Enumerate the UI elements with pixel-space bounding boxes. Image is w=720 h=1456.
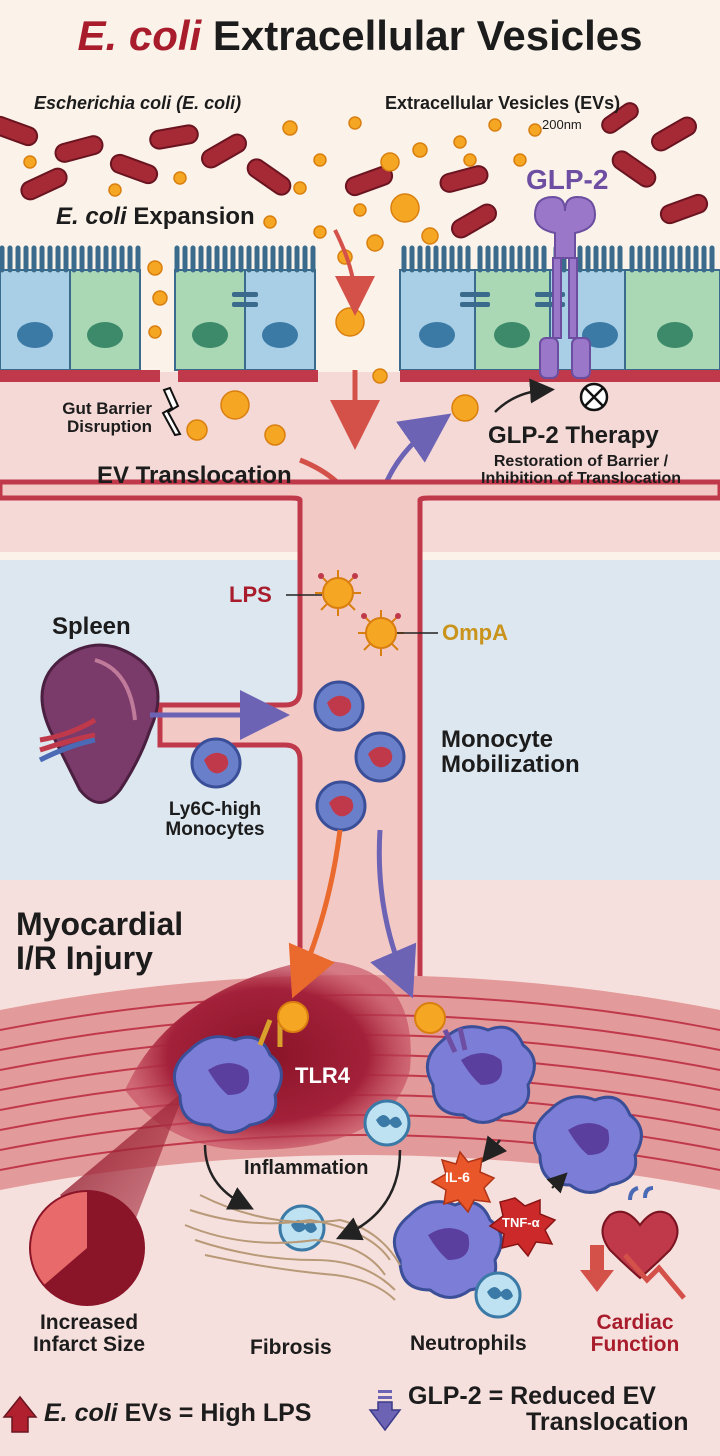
ecoli-species-label: Escherichia coli (E. coli) <box>34 93 242 113</box>
down-arrow-icon <box>580 1245 614 1292</box>
il6-label: IL-6 <box>445 1169 470 1185</box>
evs-label: Extracellular Vesicles (EVs) <box>385 93 621 113</box>
neutrophils-label: Neutrophils <box>410 1332 527 1355</box>
down-arrow-icon <box>368 1390 402 1432</box>
monocyte-icon <box>190 680 406 832</box>
ev-translocation-label: EV Translocation <box>97 462 292 489</box>
activated-monocyte-icon <box>172 1025 643 1299</box>
inflammation-label: Inflammation <box>244 1157 369 1179</box>
bacteria-icon <box>0 102 709 239</box>
size-label: 200nm <box>542 117 582 132</box>
lps-vesicle <box>286 570 438 656</box>
ompa-label: OmpA <box>442 620 508 645</box>
tnfa-label: TNF-α <box>502 1215 540 1230</box>
up-arrow-icon <box>2 1395 38 1433</box>
fibrosis-strands <box>184 1194 401 1301</box>
legend-up: E. coli EVs = High LPS <box>44 1399 312 1427</box>
il6-burst <box>430 1150 496 1214</box>
heart-icon <box>601 1186 679 1280</box>
fibrosis-label: Fibrosis <box>250 1336 332 1359</box>
glp2-receptor-icon <box>533 195 597 379</box>
glp2-label: GLP-2 <box>526 164 609 195</box>
spleen-icon <box>38 643 160 804</box>
basement-membrane <box>0 370 160 382</box>
neutrophil-icon <box>278 1099 522 1319</box>
restoration-label: Restoration of Barrier /Inhibition of Tr… <box>481 453 681 487</box>
therapy-arrow <box>494 378 555 413</box>
glp2-therapy-label: GLP-2 Therapy <box>488 422 659 449</box>
tnfa-burst <box>488 1197 557 1258</box>
lps-label: LPS <box>229 582 272 607</box>
lightning-icon <box>161 386 182 437</box>
epithelium-right <box>399 245 720 371</box>
expansion-label: E. coli Expansion <box>56 203 255 230</box>
pie-chart-icon <box>29 1190 145 1306</box>
blocked-icon <box>579 382 609 412</box>
page-title: E. coli Extracellular Vesicles <box>77 12 643 59</box>
tlr4-label: TLR4 <box>295 1063 350 1088</box>
spleen-label: Spleen <box>52 613 131 640</box>
